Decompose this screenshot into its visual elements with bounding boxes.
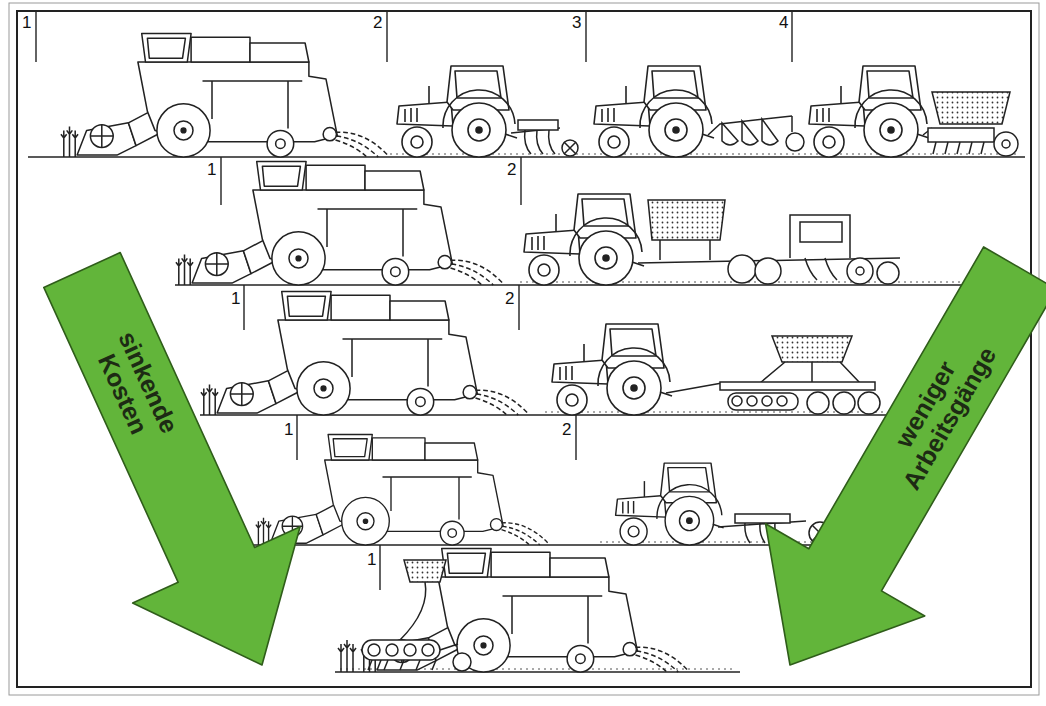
drawing-part [735,514,790,523]
front-seeding-unit [362,560,471,671]
callout-number: 2 [507,161,516,178]
drawing-part [200,414,888,416]
crop-stalks [338,640,356,672]
drawing-part [786,133,804,151]
drawing-part [833,392,855,414]
drawing-part [440,644,458,650]
tractor [809,66,929,157]
drawing-part [453,653,471,671]
drawing-part [296,415,297,460]
drawing-part [362,640,440,660]
drawing-part [933,142,984,154]
drawing-part [760,362,860,383]
drawing-part [772,336,852,362]
drawing-part [243,285,244,330]
drawing-part [800,222,842,242]
drawing-part [518,120,558,130]
tractor [524,194,644,285]
drawing-part [564,142,576,154]
drawing-part [404,644,416,656]
drawing-part [525,130,555,154]
drawing-part [856,267,864,275]
drawing-part [994,132,1018,156]
drawing-part [250,544,845,546]
drawing-part [847,258,873,284]
callout-number: 1 [207,161,216,178]
drawing-part [386,12,387,62]
drawing-part [368,644,380,656]
drawing-part [368,660,436,670]
callout-number: 2 [373,14,382,31]
drawing-part [666,383,722,393]
drawing-part [807,392,829,414]
callout-number: 4 [779,14,788,31]
drawing-part [777,396,787,406]
arrow-group [0,232,346,703]
drawing-part [404,560,446,582]
drawing-part [1002,140,1010,148]
callout-number: 1 [284,421,293,438]
drawing-part [220,157,221,205]
plough [708,116,804,151]
mulch-seeder [638,200,900,284]
drawing-part [791,12,792,62]
tractor [397,66,517,157]
drawing-part [720,382,875,390]
drawing-part [858,392,880,414]
drawing-part [575,415,576,460]
drawing-part [791,116,793,132]
tractor [552,324,672,415]
arrow-outline [0,232,346,703]
drawing-part [732,396,742,406]
tractor [616,463,724,545]
drawing-part [35,12,36,62]
drawing-part [338,640,356,672]
callout-number: 2 [562,421,571,438]
drawing-part [790,215,850,258]
drawing-part [518,285,519,330]
arrow-shape [30,245,290,675]
callout-number: 2 [505,290,514,307]
drawing-part [386,644,398,656]
drawing-part [585,12,586,62]
drawing-part [520,157,521,205]
combine-harvester [361,549,688,673]
drawing-part [648,200,725,240]
drawing-part [928,128,994,142]
drawing-part [660,240,710,260]
callout-number: 3 [572,14,581,31]
drawing-part [877,262,899,284]
drawing-part [728,393,798,410]
drawing-part [728,255,756,283]
arrow-group [710,222,1046,706]
combine-harvester [176,162,503,286]
callout-number: 1 [367,551,376,568]
tractor [594,66,714,157]
direct-drill [666,336,880,414]
drawing-part [562,140,578,156]
drawing-part [805,258,837,280]
arrow-band: weniger Arbeitsgänge [760,245,1045,675]
drawing-part [747,396,757,406]
drawing-part [932,92,1010,124]
seed-drill-combination [923,92,1018,156]
cultivator [511,120,578,156]
callout-number: 1 [22,14,31,31]
drawing-part [379,545,380,590]
drawing-part [400,582,426,640]
drawing-part [762,396,772,406]
drawing-part [545,412,885,413]
drawing-part [722,119,778,145]
arrow-outline [710,222,1046,706]
callout-number: 1 [231,290,240,307]
drawing-part [755,258,781,284]
arrow-band: sinkende Kosten [30,245,290,675]
drawing-part [422,644,434,656]
combine-harvester [61,34,388,158]
combine-harvester [201,292,528,416]
drawing-part [335,671,740,673]
